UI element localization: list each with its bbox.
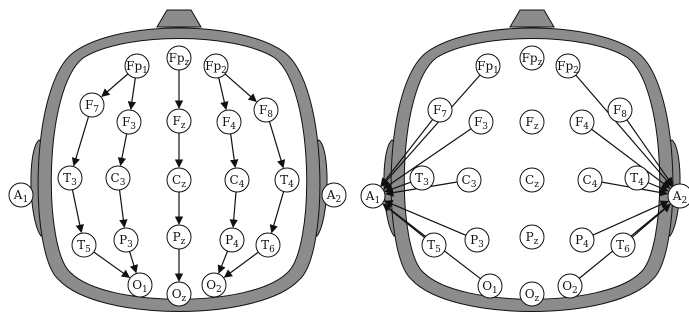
electrode-pz: Pz	[167, 225, 191, 249]
electrode-cz: Cz	[167, 168, 191, 192]
electrode-a2: A2	[668, 184, 689, 208]
referential-montage-panel: Fp1 Fpz Fp2F7F3 Fz F4 F8T3 C3 Cz C4 T4T5 P3 Pz P4 T6O…	[361, 10, 689, 312]
electrode-fp2: Fp2	[556, 54, 580, 78]
electrode-c3: C3	[106, 166, 130, 190]
electrode-p3: P3	[114, 228, 138, 252]
electrode-fz: Fz	[520, 110, 544, 134]
electrode-t6: T6	[611, 233, 635, 257]
electrode-oz: Oz	[167, 282, 191, 306]
electrode-oz: Oz	[520, 282, 544, 306]
electrode-c4: C4	[225, 168, 249, 192]
electrode-o1: O1	[128, 273, 152, 297]
electrode-a1: A1	[361, 184, 385, 208]
electrode-f3: F3	[469, 110, 493, 134]
electrode-f3: F3	[117, 110, 141, 134]
electrode-fp2: Fp2	[204, 54, 228, 78]
electrode-c4: C4	[578, 168, 602, 192]
electrode-t6: T6	[256, 233, 280, 257]
electrode-f4: F4	[570, 110, 594, 134]
electrode-f8: F8	[254, 98, 278, 122]
nose-shape	[157, 10, 201, 27]
electrode-f8: F8	[608, 98, 632, 122]
electrode-t3: T3	[58, 166, 82, 190]
electrode-t4: T4	[275, 168, 299, 192]
electrode-fp1: Fp1	[476, 54, 500, 78]
electrode-p3: P3	[465, 228, 489, 252]
electrode-o2: O2	[558, 274, 582, 298]
electrode-cz: Cz	[520, 168, 544, 192]
electrode-a2: A2	[322, 183, 346, 207]
electrode-t5: T5	[422, 233, 446, 257]
electrode-f7: F7	[80, 93, 104, 117]
electrode-fp1: Fp1	[125, 54, 149, 78]
electrode-t5: T5	[72, 233, 96, 257]
electrode-t4: T4	[625, 166, 649, 190]
electrode-fpz: Fpz	[167, 46, 191, 70]
electrode-pz: Pz	[520, 225, 544, 249]
electrode-a1: A1	[9, 183, 33, 207]
electrode-fpz: Fpz	[520, 46, 544, 70]
electrode-p4: P4	[570, 228, 594, 252]
electrode-o1: O1	[478, 274, 502, 298]
electrode-c3: C3	[457, 168, 481, 192]
electrode-f7: F7	[428, 98, 452, 122]
electrode-f4: F4	[217, 110, 241, 134]
nose-shape	[510, 10, 554, 27]
electrode-t3: T3	[410, 166, 434, 190]
electrode-p4: P4	[220, 228, 244, 252]
electrode-fz: Fz	[167, 109, 191, 133]
electrode-o2: O2	[202, 273, 226, 297]
